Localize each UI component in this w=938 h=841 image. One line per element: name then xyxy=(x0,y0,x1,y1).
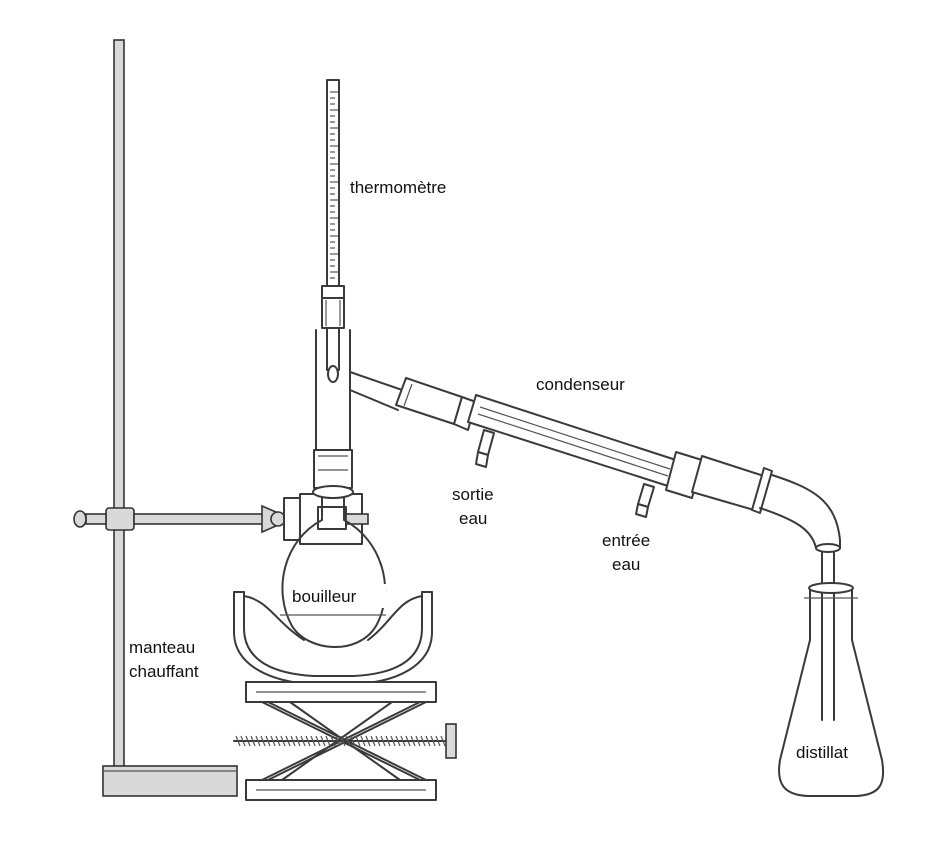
jack-knob xyxy=(445,723,457,759)
thermometer-bulb xyxy=(327,365,339,383)
label-mantle-line2: chauffant xyxy=(129,662,199,681)
condenser xyxy=(467,394,773,518)
label-thermometer: thermomètre xyxy=(350,178,446,197)
receiving-flask xyxy=(778,582,885,797)
label-condenser: condenseur xyxy=(536,375,625,394)
distillation-head xyxy=(312,329,354,499)
clamp-screw xyxy=(85,513,107,525)
condenser-jacket xyxy=(467,394,677,487)
label-mantle-line1: manteau xyxy=(129,638,195,657)
side-arm xyxy=(349,371,477,431)
lab-jack xyxy=(233,681,457,801)
label-water-out-line1: sortie xyxy=(452,485,494,504)
water-outlet-nozzle xyxy=(475,451,489,468)
label-water-in-line1: entrée xyxy=(602,531,650,550)
thermometer-scale xyxy=(330,91,338,279)
water-inlet-nozzle xyxy=(635,503,649,518)
label-water-in-line2: eau xyxy=(612,555,640,574)
thermometer xyxy=(321,79,345,383)
clamp-arm xyxy=(133,513,275,525)
stand-rod xyxy=(113,39,125,769)
adapter xyxy=(759,474,841,721)
retort-stand xyxy=(102,39,238,797)
label-boiler: bouilleur xyxy=(292,587,357,606)
boiling-flask xyxy=(280,497,387,648)
label-water-out-line2: eau xyxy=(459,509,487,528)
clamp-boss xyxy=(105,507,135,531)
clamp xyxy=(73,493,369,545)
label-distillate: distillat xyxy=(796,743,848,762)
